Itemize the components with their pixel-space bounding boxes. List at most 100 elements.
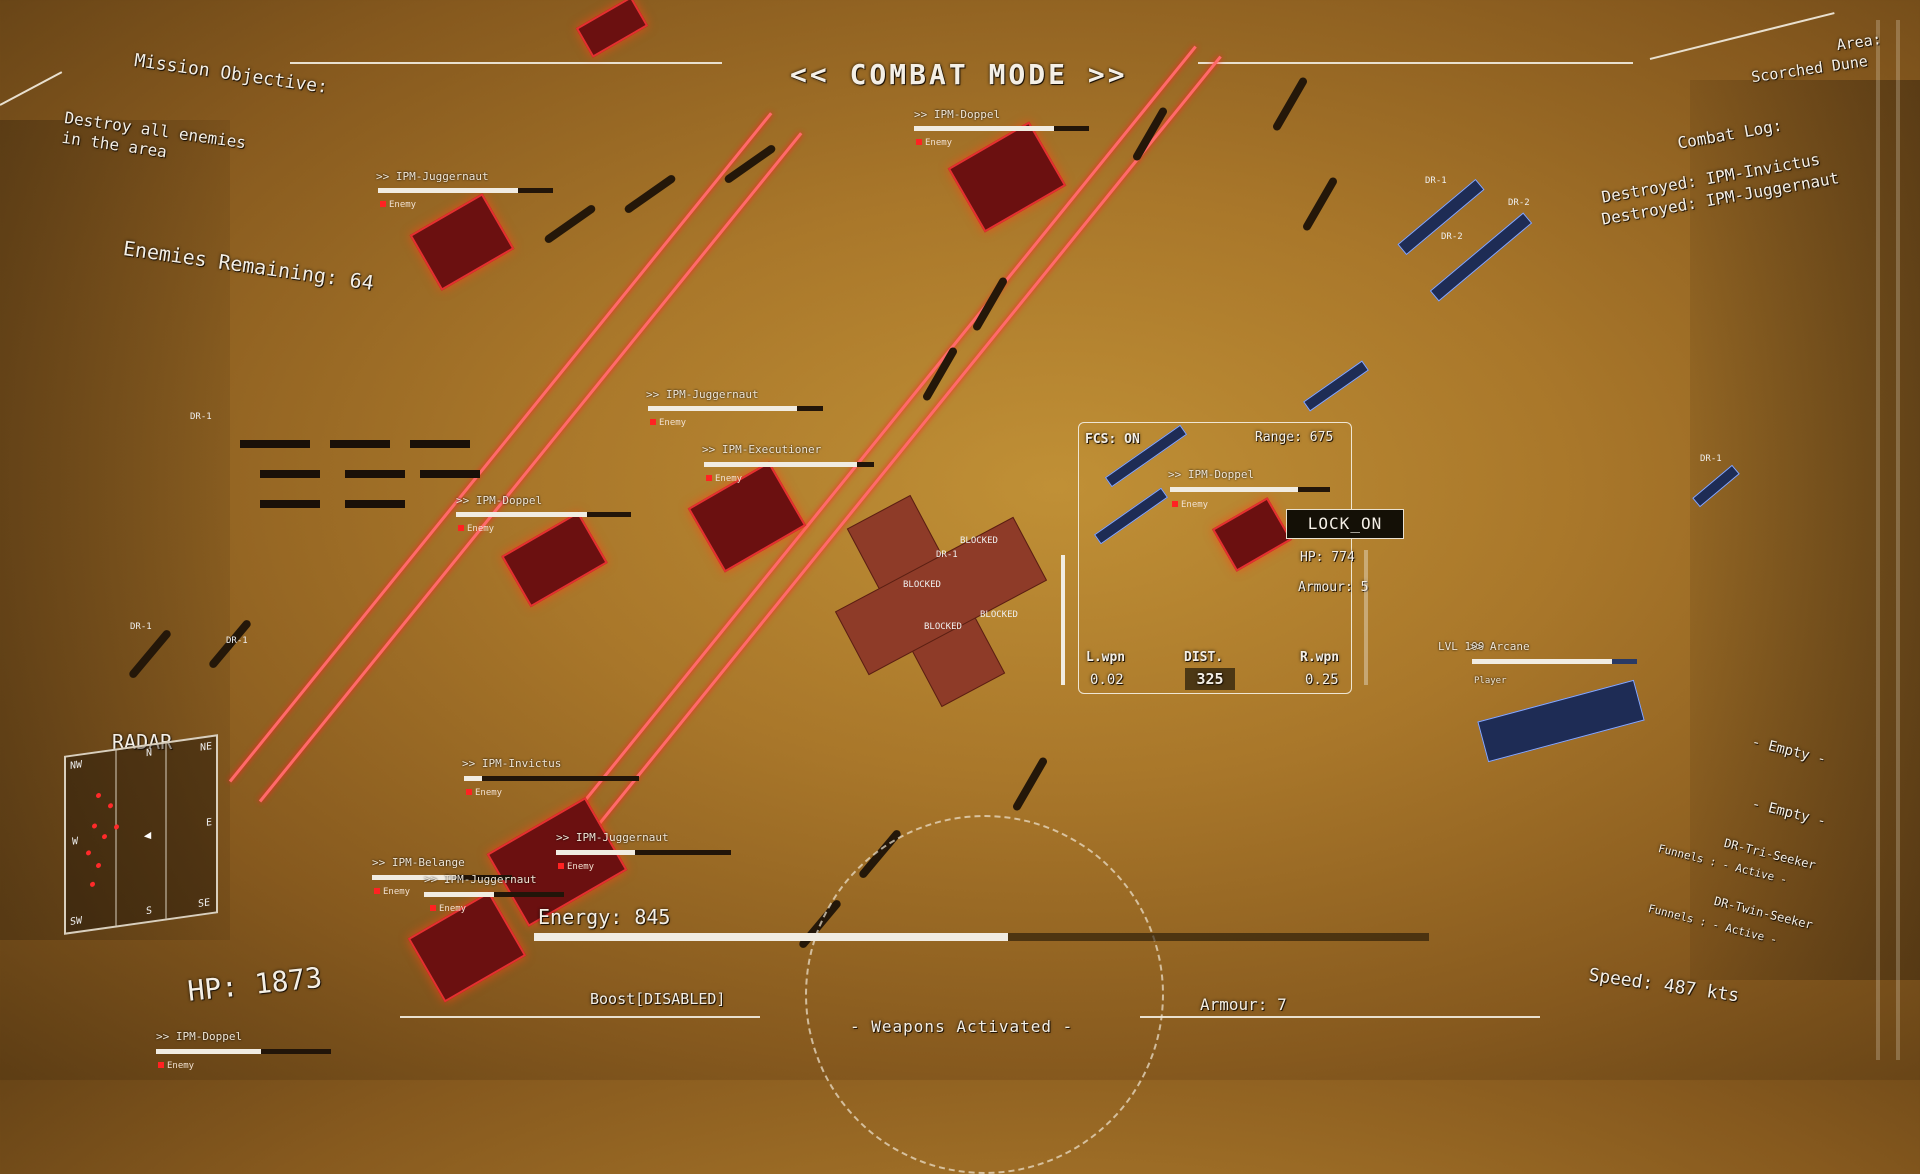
missile (1011, 756, 1049, 812)
target-armour: Armour: 5 (1298, 580, 1369, 595)
bullet-streak (260, 500, 320, 508)
missile (1271, 76, 1309, 132)
unit-hp-bar (456, 512, 631, 517)
drone-label: DR-1 (190, 412, 212, 422)
missile (543, 203, 597, 245)
unit-faction: Enemy (158, 1061, 194, 1071)
player-hp: HP: 1873 (186, 960, 324, 1008)
target-hp-bar (1170, 487, 1330, 492)
player-armour: Armour: 7 (1200, 995, 1287, 1014)
area-limit-stripe (1896, 20, 1900, 1060)
ally-drone (1397, 178, 1485, 256)
unit-name: >> IPM-Juggernaut (424, 873, 537, 886)
blocked-label: BLOCKED (960, 536, 998, 546)
unit-hp-bar (914, 126, 1089, 131)
radar-dir-se: SE (198, 897, 211, 910)
laser-beam (258, 132, 803, 803)
radar-dir-nw: NW (70, 759, 83, 772)
unit-name: >> IPM-Belange (372, 856, 465, 869)
distance-value: 325 (1185, 668, 1235, 690)
drone-label: DR-1 (226, 636, 248, 646)
blocked-label: BLOCKED (903, 580, 941, 590)
radar-dir-s: S (146, 905, 153, 918)
radar-dir-sw: SW (70, 915, 83, 928)
radar-grid (115, 743, 167, 926)
unit-faction: Enemy (374, 887, 410, 897)
right-hud-frame (1690, 80, 1920, 980)
unit-hp-bar (156, 1049, 331, 1054)
left-weapon-gauge (1061, 555, 1065, 685)
bottom-frame-line-left (400, 1016, 760, 1018)
unit-name: >> IPM-Executioner (702, 443, 822, 456)
unit-hp-bar (704, 462, 874, 467)
radar-panel: NW N NE W E SW S SE ◀ (64, 734, 218, 935)
unit-faction: Enemy (706, 474, 742, 484)
corner-line-tl (0, 71, 63, 106)
energy-bar-fill (534, 933, 1009, 941)
ally-drone (1303, 360, 1369, 412)
mission-objective-title: Mission Objective: (133, 50, 330, 98)
unit-faction: Enemy (650, 418, 686, 428)
top-frame-line-left (290, 62, 722, 64)
bullet-streak (260, 470, 320, 478)
bullet-streak (240, 440, 310, 448)
unit-faction: Enemy (430, 904, 466, 914)
ally-drone (1429, 212, 1533, 302)
right-weapon-value: 0.25 (1305, 672, 1339, 688)
enemy-ship[interactable] (575, 0, 649, 58)
drone-label: DR-1 (130, 622, 152, 632)
unit-faction: Enemy (916, 138, 952, 148)
unit-name: >> IPM-Juggernaut (556, 831, 669, 844)
left-hud-frame (0, 120, 230, 940)
unit-name: >> IPM-Invictus (462, 757, 562, 770)
drone-label: DR-2 (1441, 232, 1463, 242)
enemy-ship[interactable] (501, 511, 608, 608)
enemy-ship[interactable] (409, 193, 515, 291)
energy-bar (534, 933, 1429, 941)
enemy-ship[interactable] (407, 891, 527, 1003)
unit-faction: Enemy (558, 862, 594, 872)
radar-label: RADAR (112, 730, 173, 754)
fcs-status: FCS: ON (1085, 432, 1140, 447)
drone-label: DR-1 (1700, 454, 1722, 464)
left-weapon-label: L.wpn (1086, 650, 1126, 665)
unit-name: >> IPM-Juggernaut (646, 388, 759, 401)
missile (623, 173, 677, 215)
unit-level: LVL 100 (1438, 640, 1485, 653)
top-frame-line-right (1198, 62, 1633, 64)
combat-mode-title: << COMBAT MODE >> (790, 58, 1128, 91)
drone-label: DR-1 (1425, 176, 1447, 186)
corner-line-tr (1649, 12, 1835, 60)
bullet-streak (345, 470, 405, 478)
energy-label: Energy: 845 (538, 905, 671, 929)
bullet-streak (345, 500, 405, 508)
lock-on-indicator: LOCK_ON (1286, 509, 1404, 539)
target-hp: HP: 774 (1300, 550, 1355, 565)
drone-label: DR-1 (936, 550, 958, 560)
right-weapon-label: R.wpn (1300, 650, 1340, 665)
unit-faction: Enemy (458, 524, 494, 534)
target-name: >> IPM-Doppel (1168, 468, 1255, 481)
right-weapon-gauge (1364, 550, 1368, 685)
radar-dir-w: W (72, 835, 79, 848)
area-limit-stripe (1876, 20, 1880, 1060)
distance-label: DIST. (1184, 650, 1224, 665)
missile (1301, 176, 1339, 232)
enemy-ship[interactable] (947, 121, 1067, 233)
boost-ring (805, 815, 1164, 1174)
unit-name: >> IPM-Doppel (156, 1030, 243, 1043)
radar-dir-ne: NE (200, 741, 213, 754)
unit-name: >> IPM-Doppel (456, 494, 543, 507)
unit-hp-bar (556, 850, 731, 855)
weapons-status: - Weapons Activated - (850, 1017, 1074, 1036)
unit-hp-bar (378, 188, 553, 193)
unit-faction: Player (1474, 676, 1507, 686)
target-lock-box (1078, 422, 1352, 694)
bullet-streak (420, 470, 480, 478)
bottom-frame-line-right (1140, 1016, 1540, 1018)
bullet-streak (410, 440, 470, 448)
unit-name: >> IPM-Doppel (914, 108, 1001, 121)
unit-name: >> Arcane (1470, 640, 1530, 653)
player-mech (1477, 679, 1645, 763)
radar-dir-n: N (146, 747, 153, 760)
